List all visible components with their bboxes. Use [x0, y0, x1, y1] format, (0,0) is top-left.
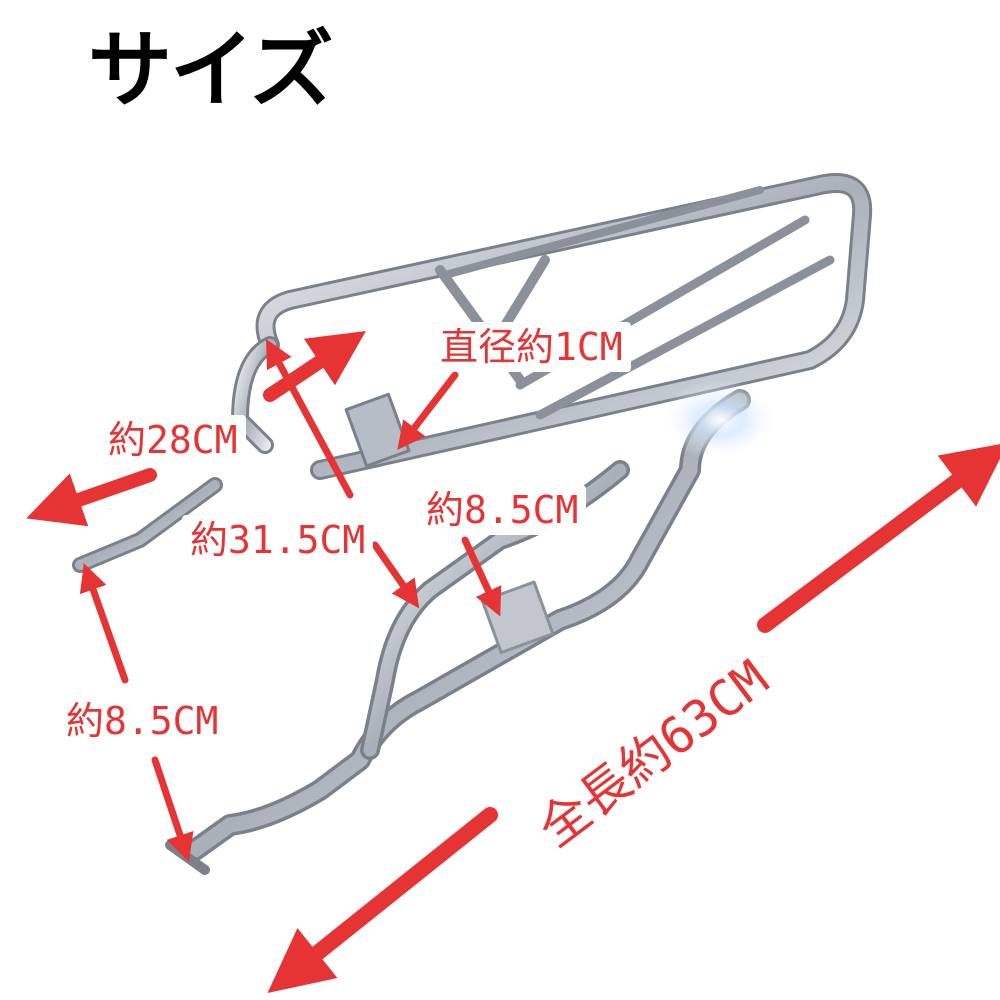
dimension-label-width: 約28CM	[100, 415, 246, 465]
arrow-length-up	[757, 442, 1000, 633]
dimension-label-height-front: 約8.5CM	[58, 696, 227, 746]
page-title: サイズ	[88, 21, 333, 119]
dimension-label-depth: 約31.5CM	[182, 515, 374, 565]
arrow-height-front-up	[79, 563, 129, 684]
arrow-diameter	[397, 371, 459, 450]
arrow-width-right	[263, 331, 366, 402]
arrow-height-rear	[461, 536, 502, 617]
arrow-width-left	[26, 468, 157, 527]
arrow-depth-top	[266, 338, 354, 499]
dimension-arrows	[26, 331, 1000, 993]
dimension-label-diameter: 直径約1CM	[432, 322, 631, 372]
dimension-label-height-rear: 約8.5CM	[418, 485, 587, 535]
arrow-height-front-down	[151, 756, 194, 862]
arrow-depth-bottom	[371, 541, 420, 609]
arrow-length-down	[267, 807, 498, 993]
